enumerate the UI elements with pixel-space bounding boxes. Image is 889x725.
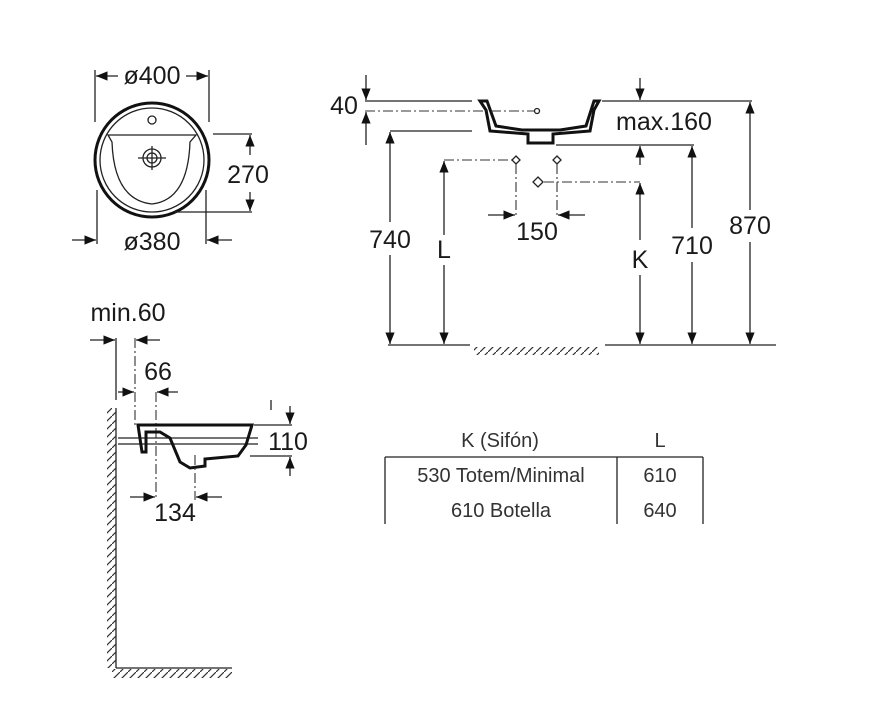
- inner-diameter-label: ø380: [124, 228, 181, 256]
- side-view: min.60 66 110 134: [90, 299, 308, 678]
- depth-label: 270: [227, 161, 269, 189]
- offset-134-label: 134: [154, 499, 196, 527]
- drain-marker: [532, 176, 544, 188]
- table-header-l: L: [654, 430, 665, 452]
- tap-hole: [147, 115, 157, 125]
- max-height-label: max.160: [616, 108, 712, 136]
- inlet-marker: [552, 155, 562, 165]
- svg-text:640: 640: [643, 500, 676, 522]
- outer-diameter-label: ø400: [124, 62, 181, 90]
- siphon-table: K (Sifón) L 530 Totem/Minimal 610 610 Bo…: [384, 430, 704, 524]
- height-710-label: 710: [671, 232, 713, 260]
- basin-bowl: [106, 134, 198, 205]
- l-label: L: [437, 236, 451, 264]
- top-view: ø400 270 ø380: [72, 62, 269, 256]
- k-label: K: [632, 246, 649, 274]
- offset-66-label: 66: [144, 358, 172, 386]
- basin-profile: [477, 99, 602, 145]
- basin-outer-rim: [93, 101, 211, 219]
- svg-text:610 Botella: 610 Botella: [451, 500, 552, 522]
- front-view: 40 max.160 870 710 K 740 L 150: [330, 75, 776, 355]
- table-row: 610 Botella 640: [451, 500, 677, 522]
- table-header-k: K (Sifón): [461, 430, 539, 452]
- height-110-label: 110: [268, 428, 308, 456]
- table-row: 530 Totem/Minimal 610: [417, 465, 676, 487]
- rim-height-label: 40: [330, 92, 358, 120]
- inlet-marker: [511, 155, 521, 165]
- wall-hatch: [107, 408, 116, 668]
- svg-text:530 Totem/Minimal: 530 Totem/Minimal: [417, 465, 584, 487]
- basin-side-profile: [136, 423, 255, 470]
- height-740-label: 740: [369, 226, 411, 254]
- height-870-label: 870: [729, 212, 771, 240]
- min-wall-label: min.60: [90, 299, 165, 327]
- svg-text:610: 610: [643, 465, 676, 487]
- tap-spacing-label: 150: [516, 218, 558, 246]
- floor-hatch: [474, 347, 599, 355]
